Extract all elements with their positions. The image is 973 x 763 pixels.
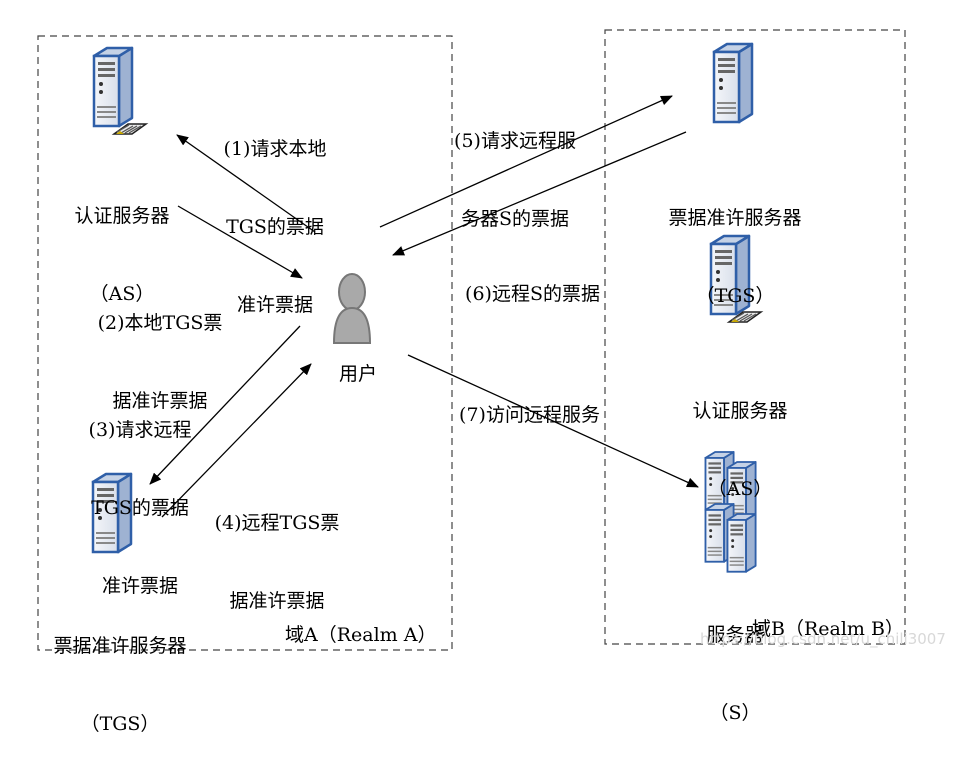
realm-b-as-label: 认证服务器 （AS） <box>680 346 800 528</box>
step-4-line-1: (4)远程TGS票 <box>214 512 340 534</box>
step-3-label: (3)请求远程 TGS的票据 准许票据 <box>75 365 205 625</box>
realm-a-as-server-icon <box>92 46 147 135</box>
realm-a-as-label: 认证服务器 （AS） <box>62 151 182 333</box>
step-1-label: (1)请求本地 TGS的票据 准许票据 <box>215 84 335 344</box>
realm-b-tgs-abbr: （TGS） <box>695 285 775 307</box>
step-4-line-2: 据准许票据 <box>229 590 325 612</box>
realm-b-as-name: 认证服务器 <box>692 400 788 422</box>
watermark: https://blog.csdn.net/u_chili3007 <box>700 630 946 648</box>
realm-a-as-name: 认证服务器 <box>74 205 170 227</box>
arrow-step-4 <box>161 363 312 518</box>
realm-b-service-abbr: （S） <box>709 702 761 724</box>
arrow-step-5 <box>379 95 673 228</box>
realm-a-tgs-abbr: （TGS） <box>80 713 160 735</box>
step-6-line-1: (6)远程S的票据 <box>465 283 600 305</box>
realm-a-tgs-name: 票据准许服务器 <box>53 635 187 657</box>
step-2-label: (2)本地TGS票 据准许票据 <box>95 258 225 440</box>
arrow-step-6 <box>392 131 687 256</box>
step-1-line-2: TGS的票据 <box>226 216 324 238</box>
arrow-step-2 <box>177 205 303 279</box>
step-5-line-1: (5)请求远程服 <box>454 130 576 152</box>
arrow-step-7 <box>407 354 699 488</box>
step-5-line-2: 务器S的票据 <box>460 208 570 230</box>
step-7-label: (7)访问远程服务 <box>452 350 607 454</box>
arrow-step-1 <box>176 134 316 233</box>
step-2-line-1: (2)本地TGS票 <box>97 312 223 334</box>
user-label: 用户 <box>338 363 377 385</box>
realm-a-label: 域A（Realm A） <box>285 624 437 646</box>
user-icon <box>332 273 372 344</box>
step-7-line-1: (7)访问远程服务 <box>459 404 600 426</box>
realm-b-tgs-name: 票据准许服务器 <box>668 207 802 229</box>
kerberos-diagram <box>37 29 906 651</box>
realm-a-box <box>37 35 453 651</box>
step-1-line-1: (1)请求本地 <box>223 138 327 160</box>
realm-b-service-label: 服务器 （S） <box>690 570 780 752</box>
realm-b-as-abbr: （AS） <box>707 478 773 500</box>
realm-a-as-abbr: （AS） <box>89 283 155 305</box>
realm-b-label: 域B（Realm B） <box>752 618 904 640</box>
realm-b-service-name: 服务器 <box>706 624 764 646</box>
realm-b-tgs-server-icon <box>712 42 754 124</box>
step-2-line-2: 据准许票据 <box>112 390 208 412</box>
step-6-label: (6)远程S的票据 <box>460 229 605 333</box>
realm-b-tgs-label: 票据准许服务器 （TGS） <box>655 153 815 335</box>
step-3-line-2: TGS的票据 <box>91 497 189 519</box>
step-1-line-3: 准许票据 <box>236 294 313 316</box>
arrow-step-3 <box>149 325 301 485</box>
step-3-line-3: 准许票据 <box>101 575 178 597</box>
step-3-line-1: (3)请求远程 <box>88 419 192 441</box>
step-5-label: (5)请求远程服 务器S的票据 <box>440 76 590 258</box>
step-4-label: (4)远程TGS票 据准许票据 <box>212 458 342 640</box>
realm-b-box <box>604 29 906 645</box>
